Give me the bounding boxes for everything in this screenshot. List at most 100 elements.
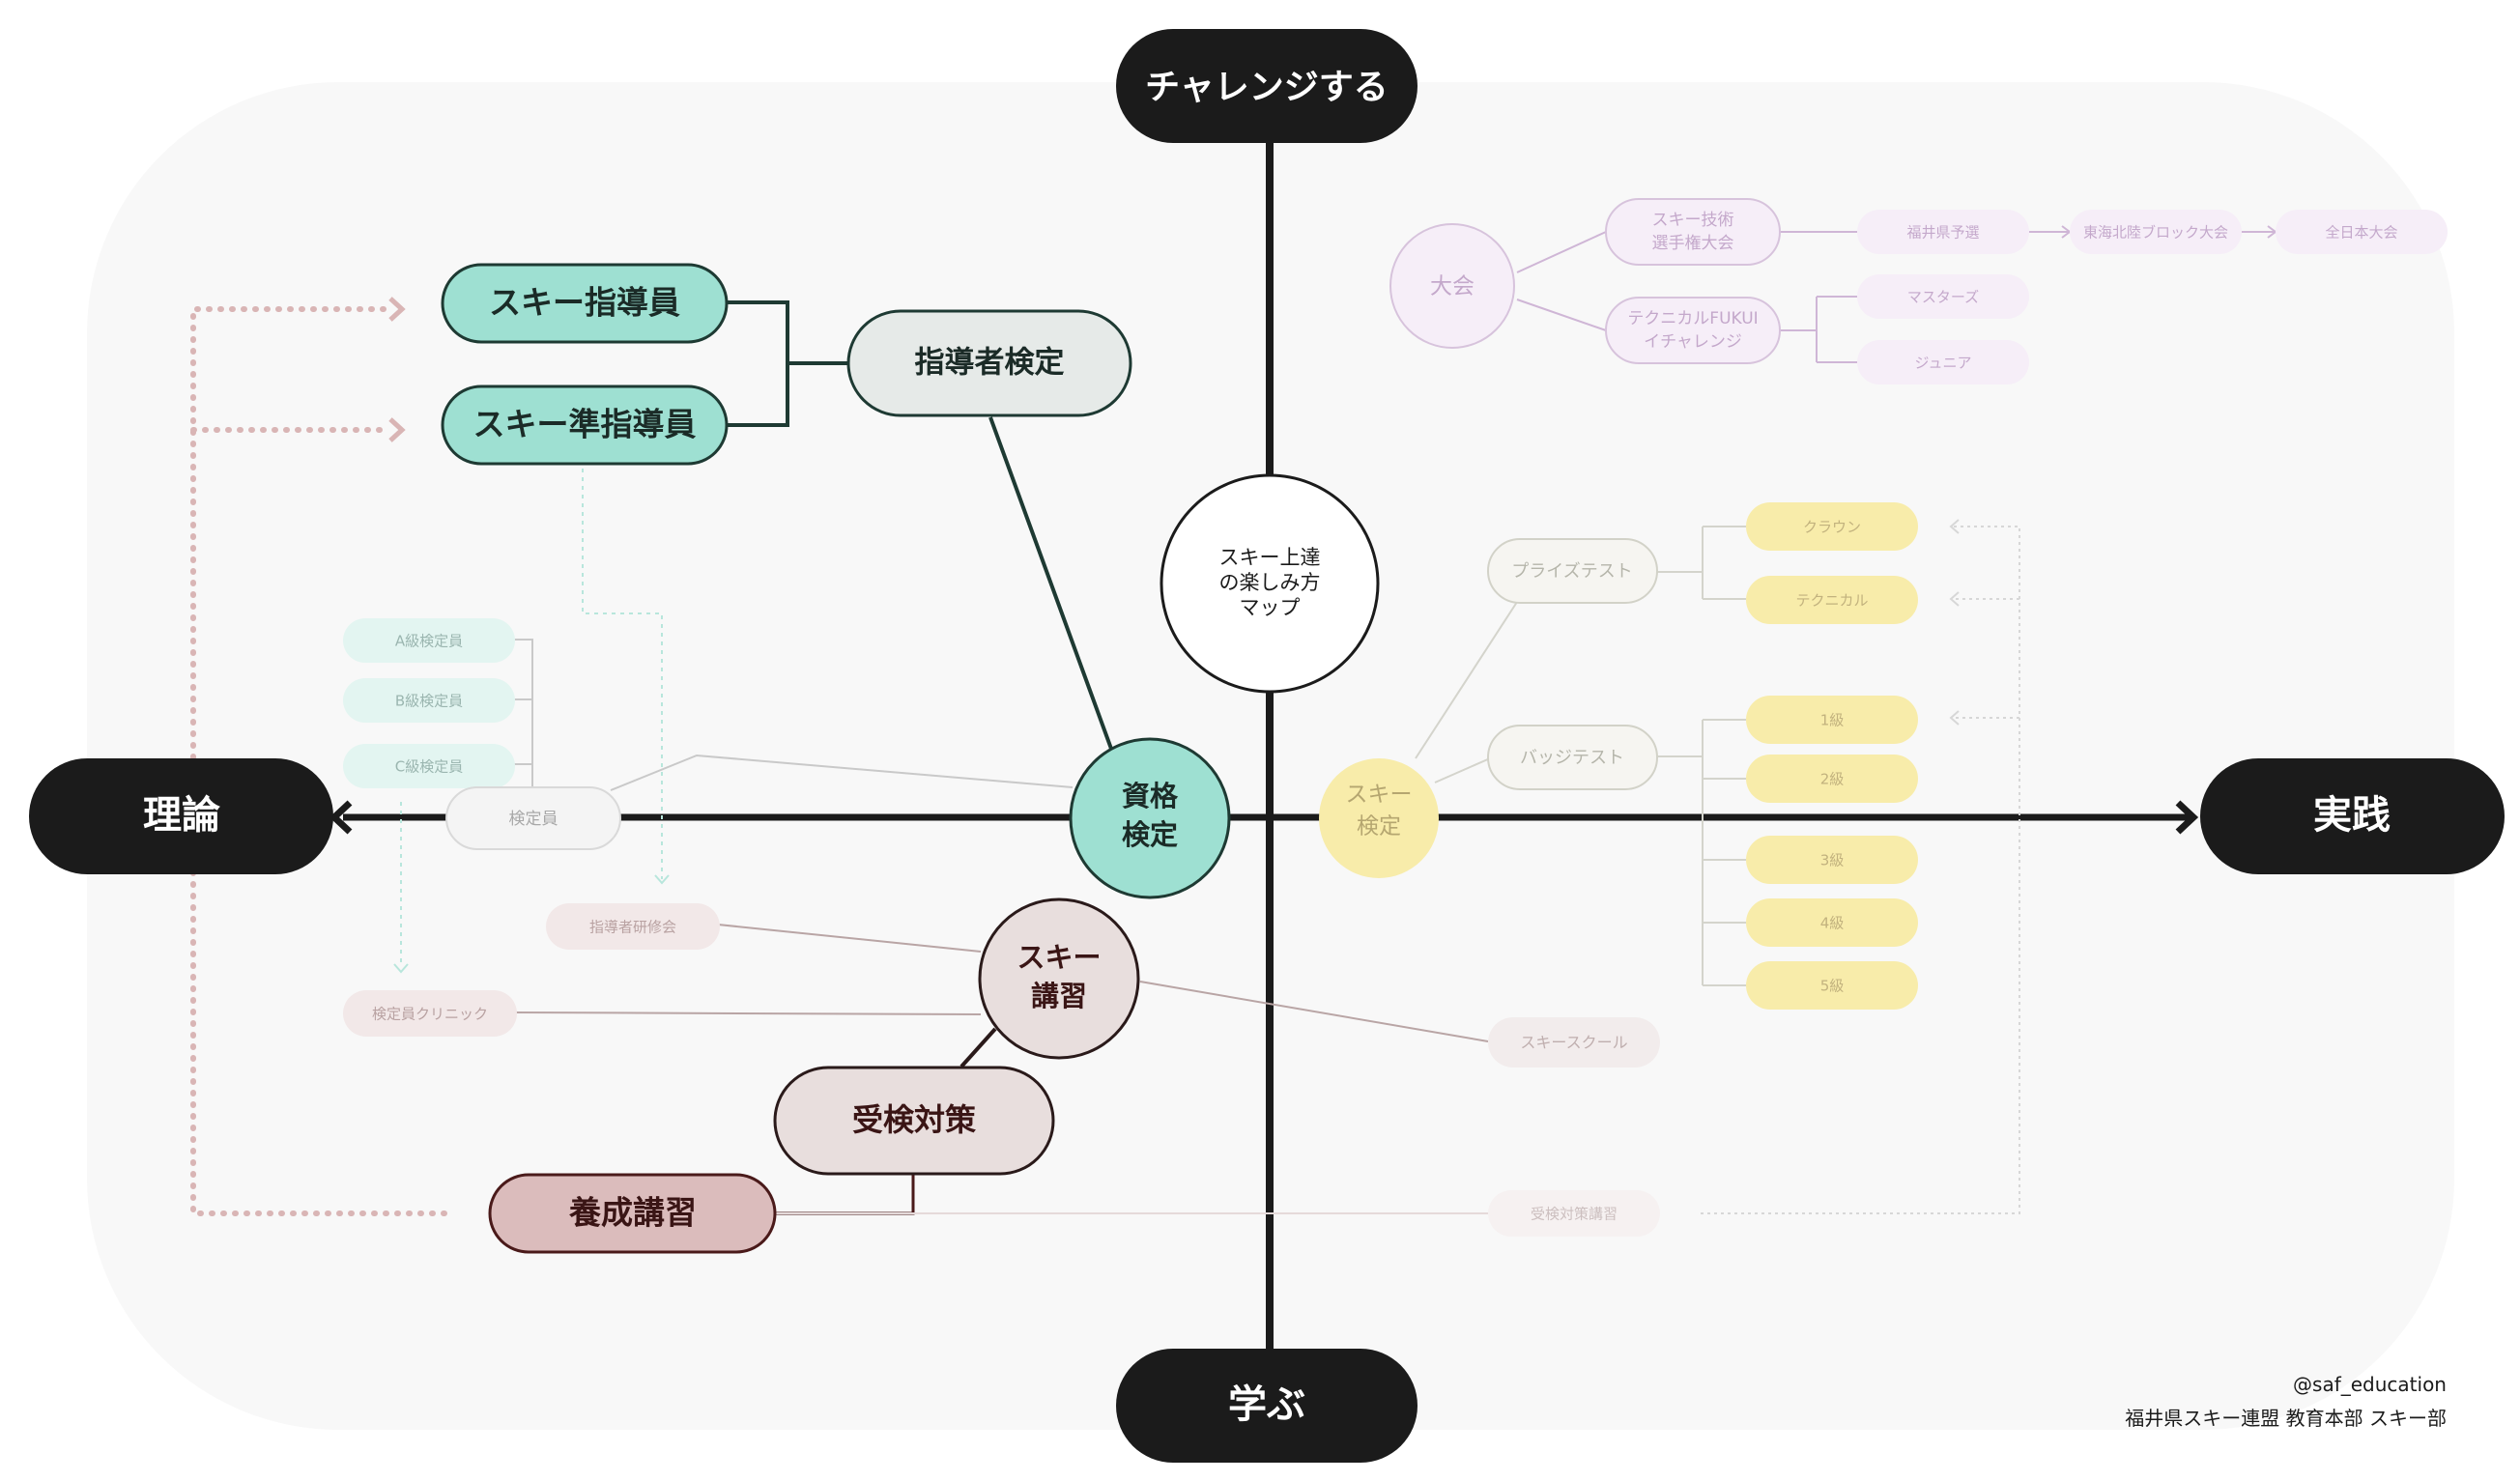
svg-text:検定員クリニック: 検定員クリニック <box>372 1006 488 1023</box>
left-dotted-arrows <box>190 306 447 1216</box>
svg-text:テクニカル: テクニカル <box>1795 592 1868 610</box>
lesson-lines <box>513 924 1489 1042</box>
ski-assistant-instructor-node: スキー準指導員 <box>441 384 729 466</box>
svg-text:検定: 検定 <box>1357 814 1401 840</box>
svg-text:大会: 大会 <box>1430 274 1475 299</box>
fukui-qualifier-node: 福井県予選 <box>1857 210 2029 254</box>
svg-text:5級: 5級 <box>1820 978 1845 995</box>
svg-text:クラウン: クラウン <box>1803 519 1861 536</box>
qualification-exam-node: 資格 検定 <box>1069 737 1231 899</box>
ski-school-node: スキースクール <box>1488 1017 1660 1068</box>
lesson-to-taisaku <box>959 1027 997 1068</box>
technical-championship-node: スキー技術 選手権大会 <box>1605 198 1781 266</box>
grade-4-node: 4級 <box>1746 898 1918 947</box>
svg-text:資格: 資格 <box>1122 780 1179 812</box>
technical-node: テクニカル <box>1746 576 1918 624</box>
right-dotted-arrowheads <box>1949 519 1960 726</box>
axis-top-pill: チャレンジする <box>1116 29 1418 143</box>
svg-text:イチャレンジ: イチャレンジ <box>1644 332 1742 352</box>
ski-instructor-node: スキー指導員 <box>441 263 729 344</box>
ski-exam-node: スキー 検定 <box>1319 758 1439 878</box>
axis-top-label: チャレンジする <box>1145 68 1389 107</box>
technical-fukui-node: テクニカルFUKUI イチャレンジ <box>1605 297 1781 364</box>
svg-text:A級検定員: A級検定員 <box>395 633 463 650</box>
svg-text:全日本大会: 全日本大会 <box>2325 224 2397 242</box>
center-line-2: の楽しみ方 <box>1219 571 1321 594</box>
svg-text:1級: 1級 <box>1820 712 1845 729</box>
svg-text:テクニカルFUKUI: テクニカルFUKUI <box>1627 309 1758 328</box>
svg-text:養成講習: 養成講習 <box>568 1194 697 1232</box>
instructor-exam-node: 指導者検定 <box>846 309 1132 417</box>
tournament-lines <box>1516 231 2276 363</box>
axis-left-label: 理論 <box>143 793 220 838</box>
svg-text:指導者研修会: 指導者研修会 <box>589 919 676 936</box>
credit-organization: 福井県スキー連盟 教育本部 スキー部 <box>2125 1407 2447 1430</box>
a-grade-examiner-node: A級検定員 <box>343 618 515 663</box>
exam-prep-node: 受検対策 <box>773 1066 1055 1176</box>
svg-text:スキー: スキー <box>1017 941 1101 974</box>
svg-text:4級: 4級 <box>1820 915 1845 932</box>
svg-text:スキー: スキー <box>1346 783 1413 808</box>
svg-text:2級: 2級 <box>1820 771 1845 788</box>
left-dotted-arrowheads <box>388 297 406 442</box>
grade-2-node: 2級 <box>1746 755 1918 803</box>
examiner-clinic-node: 検定員クリニック <box>343 990 517 1037</box>
svg-text:スキースクール: スキースクール <box>1520 1034 1627 1052</box>
left-arrowhead <box>329 800 353 835</box>
axis-right-label: 実践 <box>2313 793 2391 838</box>
svg-text:プライズテスト: プライズテスト <box>1511 561 1632 582</box>
instructor-workshop-node: 指導者研修会 <box>546 903 720 950</box>
svg-text:受検対策: 受検対策 <box>852 1101 976 1138</box>
training-course-node: 養成講習 <box>488 1173 777 1254</box>
svg-text:B級検定員: B級検定員 <box>395 693 463 710</box>
grade-5-node: 5級 <box>1746 961 1918 1010</box>
crown-node: クラウン <box>1746 502 1918 551</box>
b-grade-examiner-node: B級検定員 <box>343 678 515 723</box>
svg-text:東海北陸ブロック大会: 東海北陸ブロック大会 <box>2083 224 2228 242</box>
svg-text:検定: 検定 <box>1122 818 1178 851</box>
grade-3-node: 3級 <box>1746 836 1918 884</box>
axis-right-pill: 実践 <box>2200 758 2505 874</box>
instructor-group <box>727 300 1113 750</box>
all-japan-node: 全日本大会 <box>2276 210 2448 254</box>
masters-node: マスターズ <box>1857 274 2029 319</box>
ski-exam-lines <box>1415 526 1746 986</box>
svg-text:マスターズ: マスターズ <box>1907 289 1979 306</box>
right-arrowhead <box>2175 800 2199 835</box>
c-grade-examiner-node: C級検定員 <box>343 744 515 788</box>
axis-bottom-label: 学ぶ <box>1228 1382 1305 1427</box>
ski-lesson-node: スキー 講習 <box>978 897 1140 1060</box>
grade-1-node: 1級 <box>1746 696 1918 744</box>
svg-text:選手権大会: 選手権大会 <box>1652 234 1734 253</box>
teal-dotted-lines <box>400 469 663 966</box>
exam-prep-lesson-node: 受検対策講習 <box>1488 1190 1660 1237</box>
svg-text:スキー技術: スキー技術 <box>1652 211 1734 230</box>
svg-text:講習: 講習 <box>1031 980 1087 1012</box>
svg-text:受検対策講習: 受検対策講習 <box>1531 1206 1618 1223</box>
center-circle: スキー上達 の楽しみ方 マップ <box>1160 473 1380 694</box>
junior-node: ジュニア <box>1857 340 2029 384</box>
right-dotted-return <box>1701 526 2020 1214</box>
axis-left-pill: 理論 <box>29 758 333 874</box>
prize-test-node: プライズテスト <box>1487 538 1658 604</box>
svg-text:検定員: 検定員 <box>509 810 558 829</box>
svg-text:3級: 3級 <box>1820 852 1845 869</box>
svg-text:C級検定員: C級検定員 <box>395 758 463 776</box>
svg-text:バッジテスト: バッジテスト <box>1520 748 1624 768</box>
center-line-1: スキー上達 <box>1219 546 1321 569</box>
credit-handle: @saf_education <box>2293 1373 2447 1396</box>
teal-dotted-arrowheads <box>393 874 670 974</box>
tournament-node: 大会 <box>1389 223 1515 349</box>
center-line-3: マップ <box>1240 596 1301 619</box>
ski-assistant-instructor-label: スキー準指導員 <box>473 406 697 443</box>
svg-text:ジュニア: ジュニア <box>1915 355 1972 372</box>
axis-bottom-pill: 学ぶ <box>1116 1349 1418 1463</box>
examiner-bracket <box>514 639 1074 791</box>
svg-text:福井県予選: 福井県予選 <box>1906 224 1979 242</box>
badge-test-node: バッジテスト <box>1487 725 1658 790</box>
tokai-hokuriku-node: 東海北陸ブロック大会 <box>2070 210 2242 254</box>
examiner-node: 検定員 <box>445 786 621 850</box>
instructor-exam-label: 指導者検定 <box>915 346 1065 381</box>
ski-instructor-label: スキー指導員 <box>489 284 680 322</box>
